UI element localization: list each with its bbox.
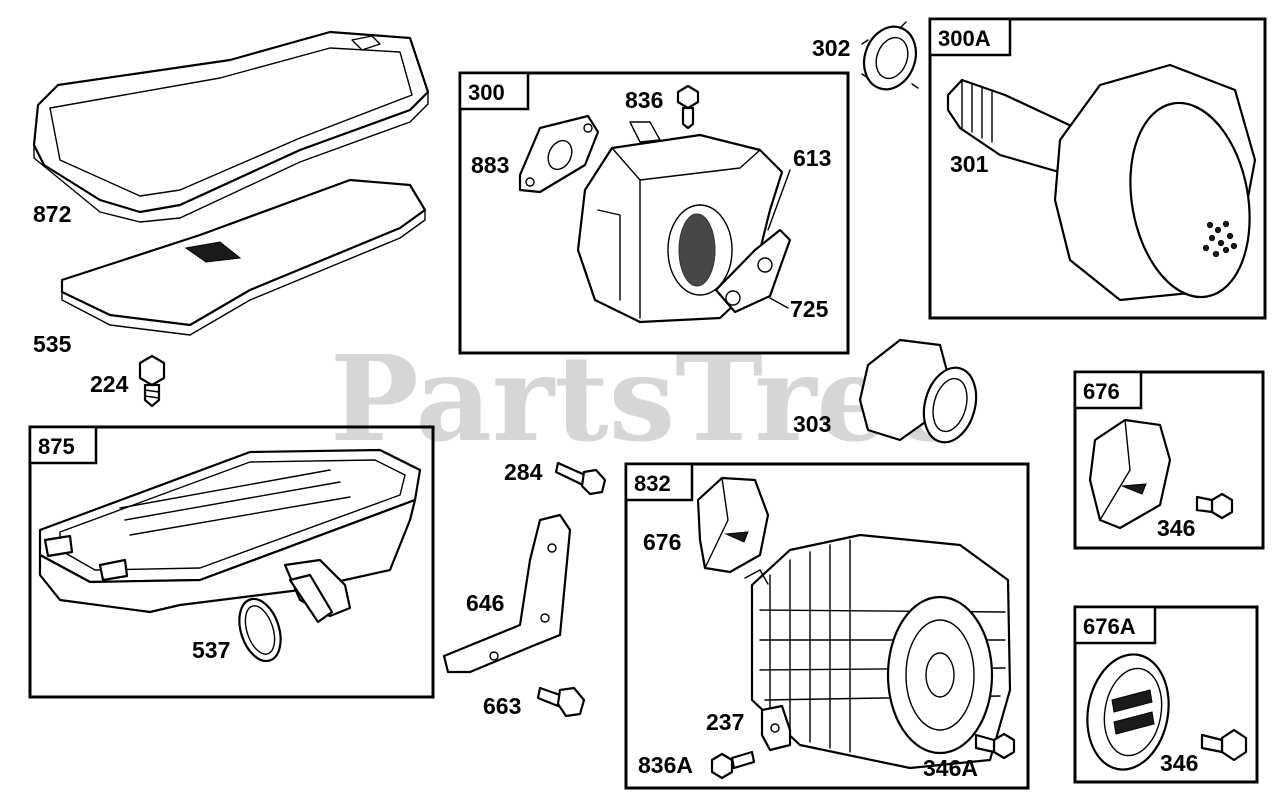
box-832-label: 832 xyxy=(634,471,671,496)
label-883: 883 xyxy=(471,152,509,178)
part-346-screw-676A[interactable] xyxy=(1200,728,1248,762)
label-346-box676A: 346 xyxy=(1160,750,1198,776)
label-836A: 836A xyxy=(638,752,693,778)
part-676A-deflector[interactable] xyxy=(1079,648,1178,776)
label-346-box676: 346 xyxy=(1157,515,1195,541)
part-303-elbow[interactable] xyxy=(858,338,984,448)
box-300A xyxy=(928,17,1267,320)
part-646-bracket[interactable] xyxy=(442,513,572,674)
box-676A-tag xyxy=(1073,605,1157,645)
label-676-box832: 676 xyxy=(643,529,681,555)
box-676 xyxy=(1073,370,1265,550)
box-300A-tag xyxy=(928,17,1012,57)
part-676-deflector[interactable] xyxy=(1088,418,1172,530)
label-302: 302 xyxy=(812,35,850,61)
label-303: 303 xyxy=(793,411,831,437)
part-676-deflector-832[interactable] xyxy=(696,476,770,574)
label-535: 535 xyxy=(33,331,72,357)
box-676-tag xyxy=(1073,370,1143,410)
part-836A-screw[interactable] xyxy=(710,750,756,780)
part-663-screw[interactable] xyxy=(536,686,586,718)
box-676A xyxy=(1073,605,1259,784)
label-284: 284 xyxy=(504,459,543,485)
box-875 xyxy=(28,425,435,699)
box-300 xyxy=(458,71,850,355)
box-300-label: 300 xyxy=(468,80,505,105)
label-224: 224 xyxy=(90,371,129,397)
part-875-air-cleaner-base[interactable] xyxy=(38,448,422,624)
box-676-label: 676 xyxy=(1083,379,1120,404)
box-300A-label: 300A xyxy=(938,26,991,51)
part-613-bracket[interactable] xyxy=(714,169,792,314)
label-613: 613 xyxy=(793,145,831,171)
part-535-filter-element[interactable] xyxy=(60,178,427,336)
label-301: 301 xyxy=(950,151,989,177)
part-346A-screw[interactable] xyxy=(974,732,1016,760)
part-832-spark-arrester-screen[interactable] xyxy=(744,533,1012,770)
muffler-perforations xyxy=(1202,220,1238,258)
box-875-label: 875 xyxy=(38,434,75,459)
label-663: 663 xyxy=(483,693,521,719)
part-836-screw[interactable] xyxy=(676,84,700,130)
label-537: 537 xyxy=(192,637,230,663)
label-872: 872 xyxy=(33,201,71,227)
part-346-screw-676[interactable] xyxy=(1195,492,1234,520)
label-836: 836 xyxy=(625,87,663,113)
box-300-tag xyxy=(458,71,530,111)
part-224-screw[interactable] xyxy=(138,354,166,408)
box-832-tag xyxy=(624,462,694,502)
part-237-clip[interactable] xyxy=(760,704,792,752)
part-302-lock-nut[interactable] xyxy=(856,19,925,96)
box-875-tag xyxy=(28,425,98,465)
label-237: 237 xyxy=(706,709,744,735)
label-725: 725 xyxy=(790,296,829,322)
label-646: 646 xyxy=(466,590,504,616)
box-676A-label: 676A xyxy=(1083,614,1136,639)
part-883-exhaust-gasket[interactable] xyxy=(518,114,600,194)
part-872-air-cleaner-cover[interactable] xyxy=(32,30,430,223)
box-832 xyxy=(624,462,1030,790)
label-346A: 346A xyxy=(923,755,978,781)
part-284-screw[interactable] xyxy=(554,461,607,496)
part-537-gasket-ring[interactable] xyxy=(232,594,288,667)
part-300A-muffler-assembly[interactable] xyxy=(946,63,1264,307)
